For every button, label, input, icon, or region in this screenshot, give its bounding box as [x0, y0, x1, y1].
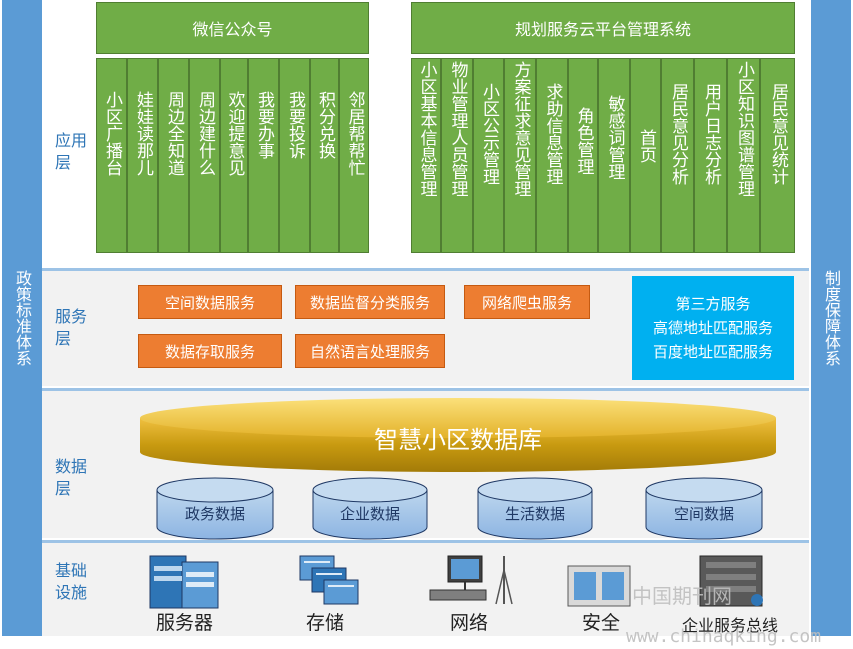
- sub-database-cylinder: [645, 477, 763, 540]
- policy-standard-bar: 政策标准体系: [2, 0, 42, 636]
- life-data-label: 生活数据: [504, 505, 565, 523]
- wechat-item: 邻居帮帮忙: [339, 58, 369, 253]
- wechat-item: 积分兑换: [310, 58, 339, 253]
- watermark-url: www.chinaqking.com: [626, 626, 822, 647]
- nlp-service: 自然语言处理服务: [295, 334, 445, 368]
- network-icon: [429, 555, 513, 605]
- web-crawler-service: 网络爬虫服务: [464, 285, 590, 319]
- system-item: 角色管理: [568, 58, 598, 253]
- sub-database-cylinder: [156, 477, 274, 540]
- watermark-cn: 中国期刊网: [632, 584, 732, 608]
- system-item: 小区知识图谱管理: [727, 58, 760, 253]
- system-item: 物业管理人员管理: [441, 58, 473, 253]
- enterprise-service-bus-icon: [699, 555, 763, 607]
- system-item: 求助信息管理: [536, 58, 568, 253]
- wechat-item: 周边全知道: [158, 58, 189, 253]
- wechat-item: 欢迎提意见: [220, 58, 248, 253]
- system-header: 规划服务云平台管理系统: [411, 2, 795, 54]
- data-access-service: 数据存取服务: [138, 334, 282, 368]
- server-label: 服务器: [156, 612, 214, 634]
- system-item: 敏感词管理: [598, 58, 630, 253]
- system-item: 首页: [630, 58, 661, 253]
- app-layer-label: 应用层: [55, 131, 88, 172]
- esb-label: 企业服务总线: [682, 616, 779, 635]
- amap-service: 高德地址匹配服务: [652, 319, 773, 337]
- security-label: 安全: [582, 612, 621, 634]
- baidu-service: 百度地址匹配服务: [652, 343, 773, 361]
- spatial-data-label: 空间数据: [673, 505, 734, 523]
- institution-guarantee-bar: 制度保障体系: [811, 0, 851, 636]
- infra-layer-label: 基础设施: [55, 561, 88, 602]
- wechat-header: 微信公众号: [96, 2, 369, 54]
- sub-database-cylinder: [312, 477, 428, 540]
- wechat-item: 小区广播台: [96, 58, 127, 253]
- system-item: 用户日志分析: [694, 58, 727, 253]
- gov-data-label: 政务数据: [184, 505, 245, 523]
- storage-label: 存储: [306, 612, 345, 634]
- third-party-title: 第三方服务: [675, 295, 751, 313]
- server-icon: [149, 555, 219, 609]
- wechat-item: 周边建什么: [189, 58, 220, 253]
- third-party-service-box: 第三方服务 高德地址匹配服务 百度地址匹配服务: [632, 276, 794, 380]
- main-database-cylinder: [140, 398, 776, 472]
- wechat-item: 娃娃读那儿: [127, 58, 158, 253]
- database-title: 智慧小区数据库: [374, 426, 542, 454]
- system-item: 居民意见统计: [760, 58, 795, 253]
- system-item: 小区公示管理: [473, 58, 504, 253]
- system-item: 方案征求意见管理: [504, 58, 536, 253]
- sub-database-cylinder: [477, 477, 593, 540]
- enterprise-data-label: 企业数据: [339, 505, 400, 523]
- service-layer-label: 服务层: [55, 307, 88, 348]
- wechat-item: 我要投诉: [279, 58, 310, 253]
- system-item: 小区基本信息管理: [411, 58, 441, 253]
- data-classification-service: 数据监督分类服务: [295, 285, 445, 319]
- wechat-item: 我要办事: [248, 58, 279, 253]
- security-icon: [567, 565, 631, 607]
- network-label: 网络: [450, 612, 489, 634]
- data-layer-label: 数据层: [55, 457, 88, 498]
- system-item: 居民意见分析: [661, 58, 694, 253]
- storage-icon: [299, 555, 359, 605]
- spatial-data-service: 空间数据服务: [138, 285, 282, 319]
